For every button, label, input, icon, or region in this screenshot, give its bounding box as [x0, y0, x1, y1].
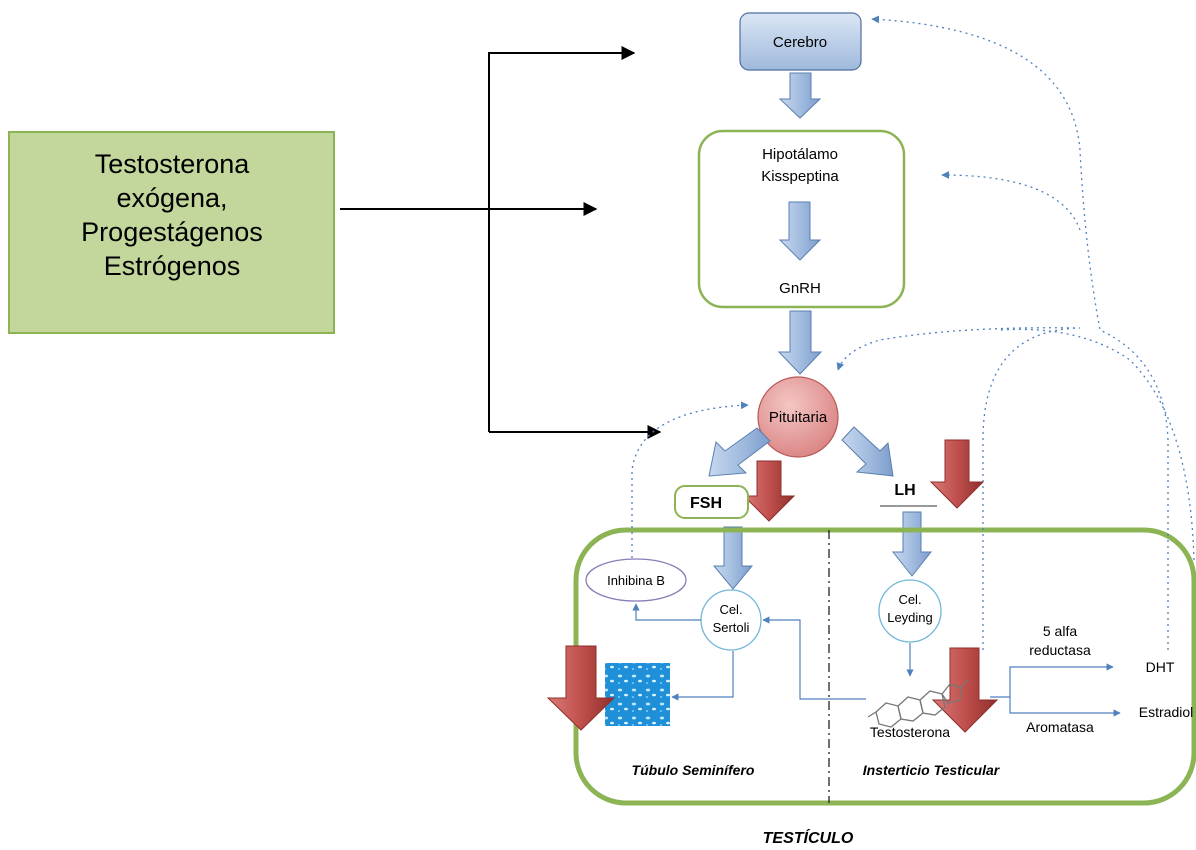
testosterone-label: Testosterona: [870, 724, 950, 740]
seminiferous-tubule-label: Túbulo Seminífero: [632, 762, 755, 778]
testosterone-decrease-red-arrow: [931, 647, 999, 733]
hypothalamus-label: Hipotálamo: [762, 146, 838, 163]
reductase-line-2: reductasa: [1029, 642, 1091, 658]
testosterone-to-sertoli-line: [762, 616, 866, 700]
fsh-to-sertoli-arrow: [712, 526, 754, 590]
kisspeptin-to-gnrh-arrow: [778, 201, 822, 261]
sertoli-line-2: Sertoli: [713, 620, 750, 635]
inhibin-b-ellipse: [585, 558, 687, 602]
testicular-interstitium-label: Insterticio Testicular: [863, 762, 1001, 778]
feedback-to-hypothalamus-dotted: [941, 171, 1081, 231]
pituitary-to-lh-arrow: [841, 426, 894, 477]
kisspeptin-label: Kisspeptina: [761, 168, 839, 185]
testicle-title: TESTÍCULO: [763, 828, 854, 847]
testosterone-feedback-to-pituitary-dotted: [836, 327, 1081, 650]
to-estradiol-line: [1009, 697, 1121, 717]
seminiferous-cells-image: [605, 663, 670, 726]
inputs-line-1: Testosterona: [95, 149, 251, 179]
leydig-line-1: Cel.: [898, 592, 921, 607]
pituitary-circle: [757, 376, 839, 458]
pituitary-label: Pituitaria: [769, 409, 828, 426]
inputs-line-4: Estrógenos: [104, 251, 241, 281]
pituitary-to-fsh-arrow: [708, 427, 771, 477]
to-dht-line: [990, 663, 1114, 698]
aromatase-label: Aromatasa: [1026, 719, 1094, 735]
fsh-decrease-red-arrow: [742, 460, 796, 522]
leydig-cell-circle: [878, 579, 942, 643]
estradiol-feedback-dotted: [999, 328, 1195, 561]
fsh-label: FSH: [690, 495, 722, 512]
lh-to-leydig-arrow: [891, 511, 933, 577]
exogenous-inhibition-arrows: [340, 46, 662, 439]
dht-feedback-to-cerebro-dotted: [871, 15, 1169, 650]
fsh-box: [674, 485, 749, 519]
sertoli-to-tubule-line: [671, 651, 734, 701]
reductase-line-1: 5 alfa: [1043, 623, 1077, 639]
lh-decrease-red-arrow: [929, 439, 985, 509]
inputs-line-3: Progestágenos: [81, 217, 263, 247]
inhibin-b-label: Inhibina B: [607, 573, 665, 588]
gnrh-to-pituitary-arrow: [777, 310, 823, 375]
leydig-line-2: Leyding: [887, 610, 933, 625]
sertoli-to-inhibin-line: [632, 603, 701, 621]
testosterone-molecule-icon: [867, 679, 969, 728]
inputs-line-2: exógena,: [116, 183, 227, 213]
trunk-line: [488, 46, 636, 432]
dht-label: DHT: [1146, 659, 1175, 675]
gnrh-label: GnRH: [779, 280, 821, 297]
cerebro-to-hypothalamus-arrow: [778, 72, 822, 119]
lh-label: LH: [894, 482, 915, 499]
sertoli-line-1: Cel.: [719, 602, 742, 617]
exogenous-hormones-box: [8, 131, 335, 334]
tubule-decrease-red-arrow: [546, 645, 616, 731]
estradiol-label: Estradiol: [1139, 704, 1193, 720]
cerebro-box: [739, 12, 862, 71]
cerebro-label: Cerebro: [773, 34, 827, 51]
